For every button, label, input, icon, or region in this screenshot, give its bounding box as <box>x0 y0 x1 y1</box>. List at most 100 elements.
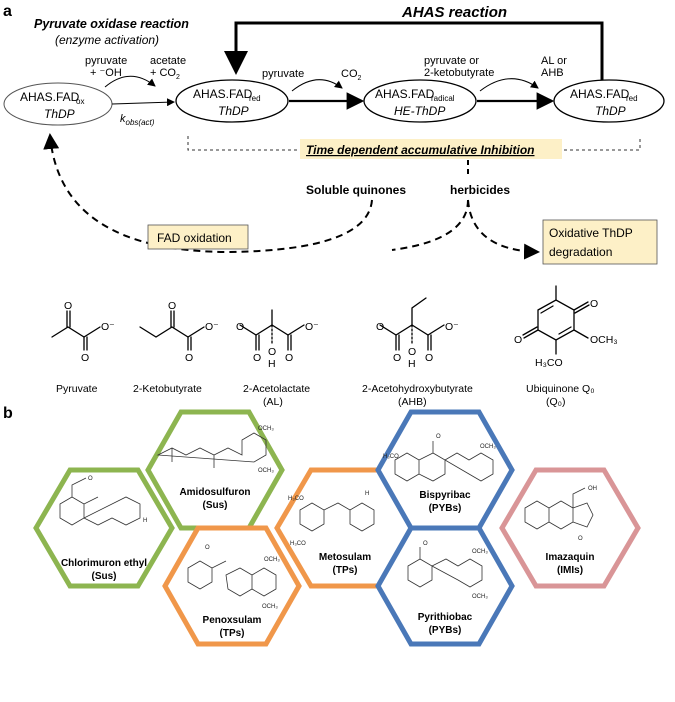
ketobut-label: 2-ketobutyrate <box>424 67 494 79</box>
svg-text:O: O <box>578 536 583 542</box>
svg-text:H: H <box>365 491 369 497</box>
svg-text:H₃CO: H₃CO <box>383 454 399 460</box>
svg-text:OCH₃: OCH₃ <box>262 604 278 610</box>
state4-sub: red <box>626 94 638 103</box>
soluble-quinones-label: Soluble quinones <box>306 183 406 197</box>
hex-name-chlorimuron: Chlorimuron ethyl <box>61 558 147 569</box>
svg-text:O: O <box>436 434 441 440</box>
decarboxylation-curve <box>291 79 343 92</box>
pyruvate-structure: O O O⁻ <box>51 300 115 364</box>
hex-class-metosulam: (TPs) <box>333 565 358 576</box>
state-fad-radical: AHAS.FAD radical HE-ThDP <box>363 79 477 123</box>
hex-name-pyrithiobac: Pyrithiobac <box>418 612 473 623</box>
oxidative-label-2: degradation <box>549 245 612 259</box>
svg-text:OH: OH <box>588 486 597 492</box>
state4-bottom: ThDP <box>595 104 626 118</box>
ligation-curve <box>479 78 539 92</box>
hex-class-bispyribac: (PYBs) <box>429 503 462 514</box>
thdp-degradation-arrow <box>467 199 540 260</box>
svg-text:O: O <box>514 334 522 346</box>
al-or-label: AL or <box>541 55 567 67</box>
acetohydroxybutyrate-structure: O O O H O O⁻ <box>376 297 459 370</box>
svg-text:O: O <box>393 352 401 364</box>
state2-sub: red <box>249 94 261 103</box>
svg-text:O: O <box>590 298 598 310</box>
hex-name-bispyribac: Bispyribac <box>419 490 471 501</box>
svg-text:H: H <box>268 358 276 370</box>
acetate-label: acetate <box>150 55 186 67</box>
state1-sub: ox <box>76 97 84 106</box>
svg-text:O⁻: O⁻ <box>445 321 459 333</box>
hexagon-imazaquin: OH O Imazaquin (IMIs) <box>499 467 641 589</box>
hex-name-penoxsulam: Penoxsulam <box>203 615 262 626</box>
panel-label-b: b <box>3 405 13 422</box>
state2-top: AHAS.FAD <box>193 87 253 101</box>
svg-text:O: O <box>376 321 384 333</box>
state3-bottom: HE-ThDP <box>394 104 445 118</box>
svg-text:OCH₃: OCH₃ <box>258 426 274 432</box>
fad-oxidation-arrow <box>43 133 373 254</box>
state3-sub: radical <box>431 94 455 103</box>
ahas-loop-arrow <box>224 21 604 82</box>
hex-name-amidosulfuron: Amidosulfuron <box>179 487 250 498</box>
svg-text:O: O <box>64 300 72 312</box>
molecule-name-ketobutyrate: 2-Ketobutyrate <box>133 383 202 395</box>
svg-text:OCH₃: OCH₃ <box>480 444 496 450</box>
time-dependent-label: Time dependent accumulative Inhibition <box>306 143 534 157</box>
state3-top: AHAS.FAD <box>375 87 435 101</box>
hexagon-chlorimuron: O H Chlorimuron ethyl (Sus) <box>33 467 175 589</box>
svg-text:O: O <box>236 321 244 333</box>
hex-class-chlorimuron: (Sus) <box>92 571 117 582</box>
pyruvate2-label: pyruvate <box>262 68 304 80</box>
activation-curve <box>104 75 156 88</box>
svg-text:OCH₃: OCH₃ <box>590 334 618 346</box>
state-fad-red-2: AHAS.FAD red ThDP <box>553 79 665 123</box>
svg-text:OCH₃: OCH₃ <box>258 468 274 474</box>
svg-text:OCH₃: OCH₃ <box>472 594 488 600</box>
svg-text:O: O <box>185 352 193 364</box>
molecule-name-ubiquinone: Ubiquinone Q₀ <box>526 383 595 395</box>
molecule-abbr-ahb: (AHB) <box>398 396 427 408</box>
state2-bottom: ThDP <box>218 104 249 118</box>
molecule-name-pyruvate: Pyruvate <box>56 383 98 395</box>
svg-text:H: H <box>143 518 147 524</box>
svg-text:H₃CO: H₃CO <box>288 496 304 502</box>
hex-class-pyrithiobac: (PYBs) <box>429 625 462 636</box>
state-fad-ox: AHAS.FAD ox ThDP <box>3 82 113 126</box>
hex-name-metosulam: Metosulam <box>319 552 371 563</box>
state-fad-red-1: AHAS.FAD red ThDP <box>175 79 289 123</box>
svg-text:H₃CO: H₃CO <box>535 357 563 369</box>
svg-text:O⁻: O⁻ <box>205 321 219 333</box>
ubiquinone-structure: O O OCH₃ H₃CO <box>514 285 618 369</box>
svg-text:O: O <box>168 300 176 312</box>
ahas-reaction-title: AHAS reaction <box>401 4 507 21</box>
pyruvate-label: pyruvate <box>85 55 127 67</box>
fad-oxidation-box <box>147 224 249 250</box>
co2-2-label: CO2 <box>341 68 362 82</box>
state1-bottom: ThDP <box>44 107 75 121</box>
svg-text:O⁻: O⁻ <box>305 321 319 333</box>
hexagon-bispyribac: O H₃CO OCH₃ Bispyribac (PYBs) <box>375 409 515 531</box>
svg-text:O⁻: O⁻ <box>101 321 115 333</box>
ketobutyrate-structure: O O O⁻ <box>139 300 219 364</box>
hexagon-penoxsulam: O OCH₃ OCH₃ Penoxsulam (TPs) <box>162 525 302 647</box>
svg-text:OCH₃: OCH₃ <box>472 549 488 555</box>
svg-text:O: O <box>423 541 428 547</box>
molecule-name-acetolactate: 2-Acetolactate <box>243 383 310 395</box>
svg-text:O: O <box>253 352 261 364</box>
acetolactate-structure: O O O H O O⁻ <box>236 309 319 370</box>
inhibition-box <box>300 139 562 159</box>
co2-label: + CO2 <box>150 67 180 81</box>
panel-label-a: a <box>3 3 12 20</box>
kobs-label: kobs(act) <box>120 113 155 127</box>
svg-text:O: O <box>88 476 93 482</box>
svg-text:O: O <box>205 545 210 551</box>
hexagon-pyrithiobac: O OCH₃ OCH₃ Pyrithiobac (PYBs) <box>375 525 515 647</box>
svg-text:O: O <box>285 352 293 364</box>
svg-text:O: O <box>81 352 89 364</box>
fad-oxidation-label: FAD oxidation <box>157 231 232 245</box>
oh-label: + ⁻OH <box>90 67 122 79</box>
svg-text:H₃CO: H₃CO <box>290 541 306 547</box>
state4-top: AHAS.FAD <box>570 87 630 101</box>
